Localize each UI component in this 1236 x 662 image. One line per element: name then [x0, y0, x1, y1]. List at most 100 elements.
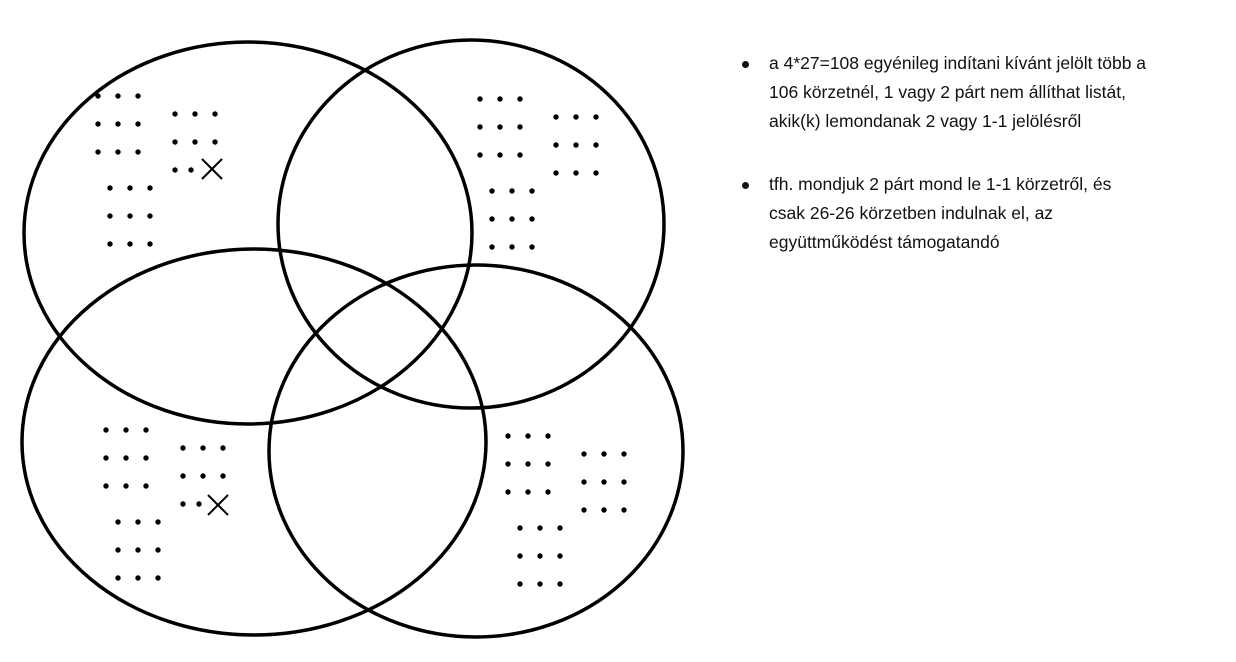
candidate-dot: [621, 479, 627, 485]
candidate-dot: [477, 96, 483, 102]
candidate-dot: [517, 96, 523, 102]
candidate-dot: [155, 519, 161, 525]
candidate-dot: [525, 433, 531, 439]
candidate-dot: [115, 547, 121, 553]
candidate-dot: [593, 142, 599, 148]
candidate-dot: [196, 501, 202, 507]
candidate-dot: [517, 581, 523, 587]
candidate-dot: [573, 142, 579, 148]
candidate-dot: [621, 451, 627, 457]
candidate-dot: [545, 489, 551, 495]
candidate-dot: [115, 575, 121, 581]
candidate-dot: [188, 167, 194, 173]
candidate-dot: [220, 445, 226, 451]
candidate-dot: [509, 244, 515, 250]
candidate-dot: [537, 553, 543, 559]
candidate-dot: [601, 479, 607, 485]
note-line: csak 26-26 körzetben indulnak el, az: [769, 203, 1054, 223]
candidate-dot: [489, 244, 495, 250]
candidate-dot: [107, 241, 113, 247]
candidate-dot: [172, 111, 178, 117]
candidate-dot: [95, 149, 101, 155]
candidate-dot: [147, 241, 153, 247]
candidate-dot: [135, 149, 141, 155]
candidate-dot: [497, 124, 503, 130]
candidate-dot: [127, 241, 133, 247]
candidate-dot: [557, 553, 563, 559]
candidate-dot: [123, 483, 129, 489]
candidate-dot: [553, 170, 559, 176]
candidate-dot: [505, 433, 511, 439]
candidate-dot: [517, 553, 523, 559]
candidate-dot: [581, 479, 587, 485]
note-line: akik(k) lemondanak 2 vagy 1-1 jelölésről: [769, 111, 1082, 131]
candidate-dot: [220, 473, 226, 479]
candidate-dot: [489, 216, 495, 222]
candidate-dot: [180, 445, 186, 451]
candidate-dot: [115, 121, 121, 127]
candidate-dot: [147, 185, 153, 191]
candidate-dot: [553, 142, 559, 148]
candidate-dot: [537, 525, 543, 531]
circle-top-left: [22, 40, 474, 426]
candidate-dot: [212, 139, 218, 145]
cross-marks: [201, 158, 229, 516]
candidate-dots: [95, 93, 627, 587]
candidate-dot: [192, 139, 198, 145]
venn-diagram: [20, 38, 685, 639]
candidate-dot: [155, 547, 161, 553]
note-line: együttműködést támogatandó: [769, 232, 1000, 252]
candidate-dot: [545, 433, 551, 439]
candidate-dot: [135, 93, 141, 99]
candidate-dot: [477, 124, 483, 130]
candidate-dot: [200, 445, 206, 451]
candidate-dot: [143, 483, 149, 489]
candidate-dot: [573, 114, 579, 120]
notes-list: a 4*27=108 egyénileg indítani kívánt jel…: [737, 49, 1232, 257]
cross-icon: [201, 158, 223, 180]
candidate-dot: [172, 167, 178, 173]
candidate-dot: [135, 519, 141, 525]
candidate-dot: [200, 473, 206, 479]
candidate-dot: [147, 213, 153, 219]
candidate-dot: [95, 93, 101, 99]
candidate-dot: [525, 489, 531, 495]
candidate-dot: [135, 575, 141, 581]
candidate-dot: [103, 427, 109, 433]
note-line: a 4*27=108 egyénileg indítani kívánt jel…: [769, 53, 1147, 73]
candidate-dot: [115, 93, 121, 99]
candidate-dot: [581, 507, 587, 513]
note-item: a 4*27=108 egyénileg indítani kívánt jel…: [737, 49, 1232, 136]
candidate-dot: [525, 461, 531, 467]
candidate-dot: [517, 152, 523, 158]
candidate-dot: [517, 124, 523, 130]
bullet-icon: [742, 182, 749, 189]
candidate-dot: [505, 489, 511, 495]
candidate-dot: [103, 455, 109, 461]
circle-bottom-right: [267, 263, 685, 639]
candidate-dot: [593, 114, 599, 120]
cross-icon: [207, 494, 229, 516]
candidate-dot: [180, 501, 186, 507]
candidate-dot: [557, 525, 563, 531]
candidate-dot: [601, 507, 607, 513]
candidate-dot: [545, 461, 551, 467]
candidate-dot: [517, 525, 523, 531]
candidate-dot: [505, 461, 511, 467]
candidate-dot: [143, 455, 149, 461]
candidate-dot: [477, 152, 483, 158]
circle-bottom-left: [20, 247, 488, 637]
note-item: tfh. mondjuk 2 párt mond le 1-1 körzetrő…: [737, 170, 1232, 257]
candidate-dot: [135, 547, 141, 553]
candidate-dot: [107, 185, 113, 191]
candidate-dot: [127, 213, 133, 219]
candidate-dot: [509, 216, 515, 222]
candidate-dot: [529, 244, 535, 250]
candidate-dot: [553, 114, 559, 120]
candidate-dot: [123, 427, 129, 433]
candidate-dot: [601, 451, 607, 457]
candidate-dot: [497, 152, 503, 158]
candidate-dot: [621, 507, 627, 513]
candidate-dot: [155, 575, 161, 581]
candidate-dot: [489, 188, 495, 194]
